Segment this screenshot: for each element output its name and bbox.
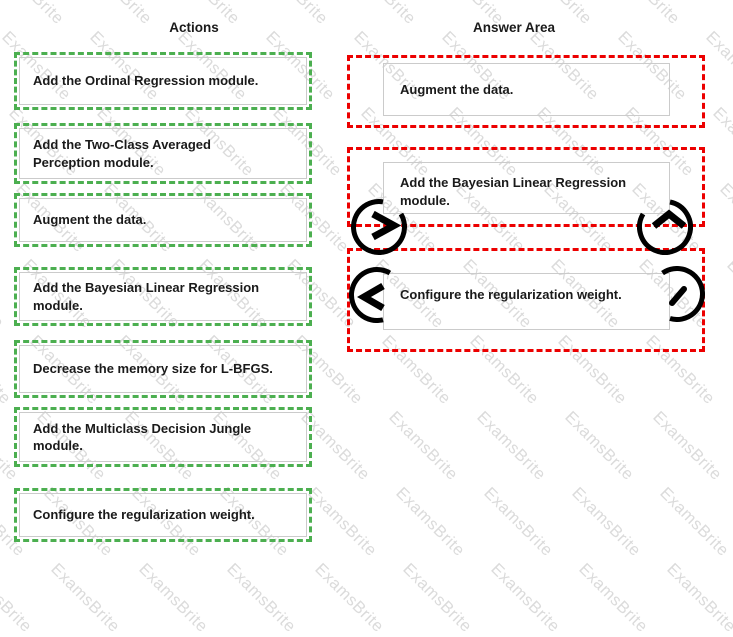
answer-slot-label: Add the Bayesian Linear Regression modul…	[400, 174, 665, 209]
move-down-button[interactable]	[649, 266, 705, 322]
chevron-left-icon	[364, 286, 383, 308]
chevron-up-icon	[654, 214, 684, 226]
move-right-button[interactable]	[351, 199, 407, 255]
move-up-button[interactable]	[637, 199, 693, 255]
move-left-button[interactable]	[349, 267, 405, 323]
watermark-text: ExamsBrite	[399, 560, 476, 637]
action-item-label: Configure the regularization weight.	[17, 506, 255, 524]
watermark-text: ExamsBrite	[0, 560, 35, 637]
actions-column-title: Actions	[114, 20, 274, 35]
action-item-label: Add the Two-Class Averaged Perception mo…	[17, 136, 273, 171]
watermark-text: ExamsBrite	[223, 560, 300, 637]
action-item-configure-regularization-weight[interactable]: Configure the regularization weight.	[14, 488, 312, 542]
action-item-label: Augment the data.	[17, 211, 146, 229]
action-item-label: Add the Bayesian Linear Regression modul…	[17, 279, 298, 314]
action-item-multiclass-decision-jungle[interactable]: Add the Multiclass Decision Jungle modul…	[14, 407, 312, 467]
answer-slot-1[interactable]: Augment the data.	[347, 55, 705, 128]
action-item-label: Decrease the memory size for L-BFGS.	[17, 360, 273, 378]
action-item-label: Add the Ordinal Regression module.	[17, 72, 258, 90]
chevron-right-icon	[373, 214, 394, 237]
action-item-two-class-averaged-perception[interactable]: Add the Two-Class Averaged Perception mo…	[14, 123, 312, 184]
action-item-decrease-memory-lbfgs[interactable]: Decrease the memory size for L-BFGS.	[14, 340, 312, 398]
watermark-text: ExamsBrite	[487, 560, 564, 637]
action-item-augment-data[interactable]: Augment the data.	[14, 193, 312, 247]
action-item-bayesian-linear-regression[interactable]: Add the Bayesian Linear Regression modul…	[14, 267, 312, 326]
watermark-text: ExamsBrite	[47, 560, 124, 637]
action-item-label: Add the Multiclass Decision Jungle modul…	[17, 420, 298, 455]
chevron-fragment-icon	[672, 289, 684, 303]
watermark-text: ExamsBrite	[311, 560, 388, 637]
answer-area-column-title: Answer Area	[424, 20, 604, 35]
action-item-ordinal-regression[interactable]: Add the Ordinal Regression module.	[14, 52, 312, 110]
watermark-text: ExamsBrite	[135, 560, 212, 637]
answer-slot-label: Configure the regularization weight.	[400, 286, 622, 304]
watermark-text: ExamsBrite	[663, 560, 733, 637]
answer-slot-label: Augment the data.	[400, 81, 513, 99]
watermark-text: ExamsBrite	[575, 560, 652, 637]
